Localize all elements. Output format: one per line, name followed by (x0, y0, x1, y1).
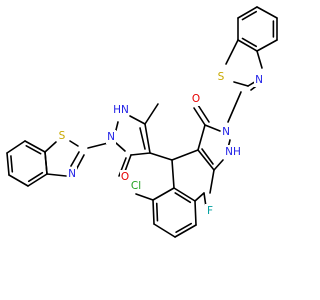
bond (130, 152, 151, 156)
bond (87, 142, 109, 149)
atom-label: HN (113, 104, 129, 116)
molecule-structure: S N O N NH S N HN (6, 6, 278, 238)
atom-f: F (205, 204, 215, 218)
bond (225, 39, 239, 65)
bond (256, 39, 278, 52)
bond (6, 152, 10, 176)
bond (135, 193, 154, 201)
bond (256, 50, 263, 69)
bond (44, 151, 48, 175)
bond (152, 187, 175, 201)
bond (197, 149, 215, 171)
bond (213, 159, 224, 171)
bond-double (10, 155, 14, 173)
bond (115, 142, 126, 152)
atom-labels: S N O N NH S N HN (57, 70, 264, 218)
bond-double (27, 171, 44, 183)
bond (69, 140, 79, 147)
bond-double (155, 202, 159, 222)
bond (194, 192, 205, 202)
atom-label: NH (225, 146, 241, 158)
bond-double (201, 148, 214, 165)
bond (174, 224, 197, 238)
atom-label: N (107, 131, 115, 143)
atom-label: N (255, 74, 263, 86)
bond (149, 152, 173, 161)
atom-s-right: S (216, 70, 226, 84)
bond (129, 115, 146, 125)
bond (193, 107, 206, 126)
bond (152, 199, 155, 225)
atom-label: Cl (131, 180, 141, 192)
bond (27, 173, 48, 187)
atom-nh-right: NH (221, 145, 241, 159)
atom-o-right: O (191, 92, 201, 106)
atom-label: S (218, 71, 225, 83)
bond (24, 140, 46, 153)
bond (8, 174, 29, 187)
bond (173, 187, 196, 202)
bond-double (175, 222, 193, 234)
atom-label: N (68, 168, 76, 180)
bond-double (241, 37, 257, 48)
bond-double (241, 10, 257, 21)
bond (233, 81, 249, 87)
atom-cl: Cl (127, 179, 145, 193)
atom-label: O (121, 171, 129, 183)
atom-label: O (192, 93, 200, 105)
molecule-diagram: S N O N NH S N HN (6, 6, 278, 238)
bond (75, 154, 85, 171)
bond (209, 169, 215, 194)
bond-double (70, 151, 80, 167)
bond (171, 159, 175, 189)
atom-s-left: S (57, 129, 67, 143)
bond-lines (6, 6, 278, 238)
atom-n-left-thiazole: N (67, 167, 77, 181)
bond (44, 141, 57, 153)
bond (115, 121, 119, 131)
bond (171, 149, 199, 161)
bond-double (174, 192, 192, 204)
bond (144, 103, 159, 125)
bond (237, 6, 258, 19)
bond (6, 140, 26, 154)
bond (204, 124, 221, 132)
bond (256, 6, 278, 19)
bond (153, 223, 176, 238)
atom-label: F (207, 205, 213, 217)
atom-nh-left: HN (109, 103, 129, 117)
bond-double (197, 104, 210, 123)
bond-double (139, 127, 146, 150)
atom-n-right-pyrazole: N (221, 125, 231, 139)
bond (197, 124, 206, 151)
atom-label: N (222, 126, 230, 138)
bond (227, 91, 242, 123)
atom-n-right-thiazole: N (254, 73, 264, 87)
bond-double (25, 144, 42, 155)
atom-label: S (59, 130, 66, 142)
bond (144, 123, 151, 154)
bond (237, 39, 258, 52)
bond (194, 200, 197, 226)
atom-n-left-pyrazole: N (106, 130, 116, 144)
bond (46, 173, 67, 177)
atom-o-left: O (120, 170, 130, 184)
